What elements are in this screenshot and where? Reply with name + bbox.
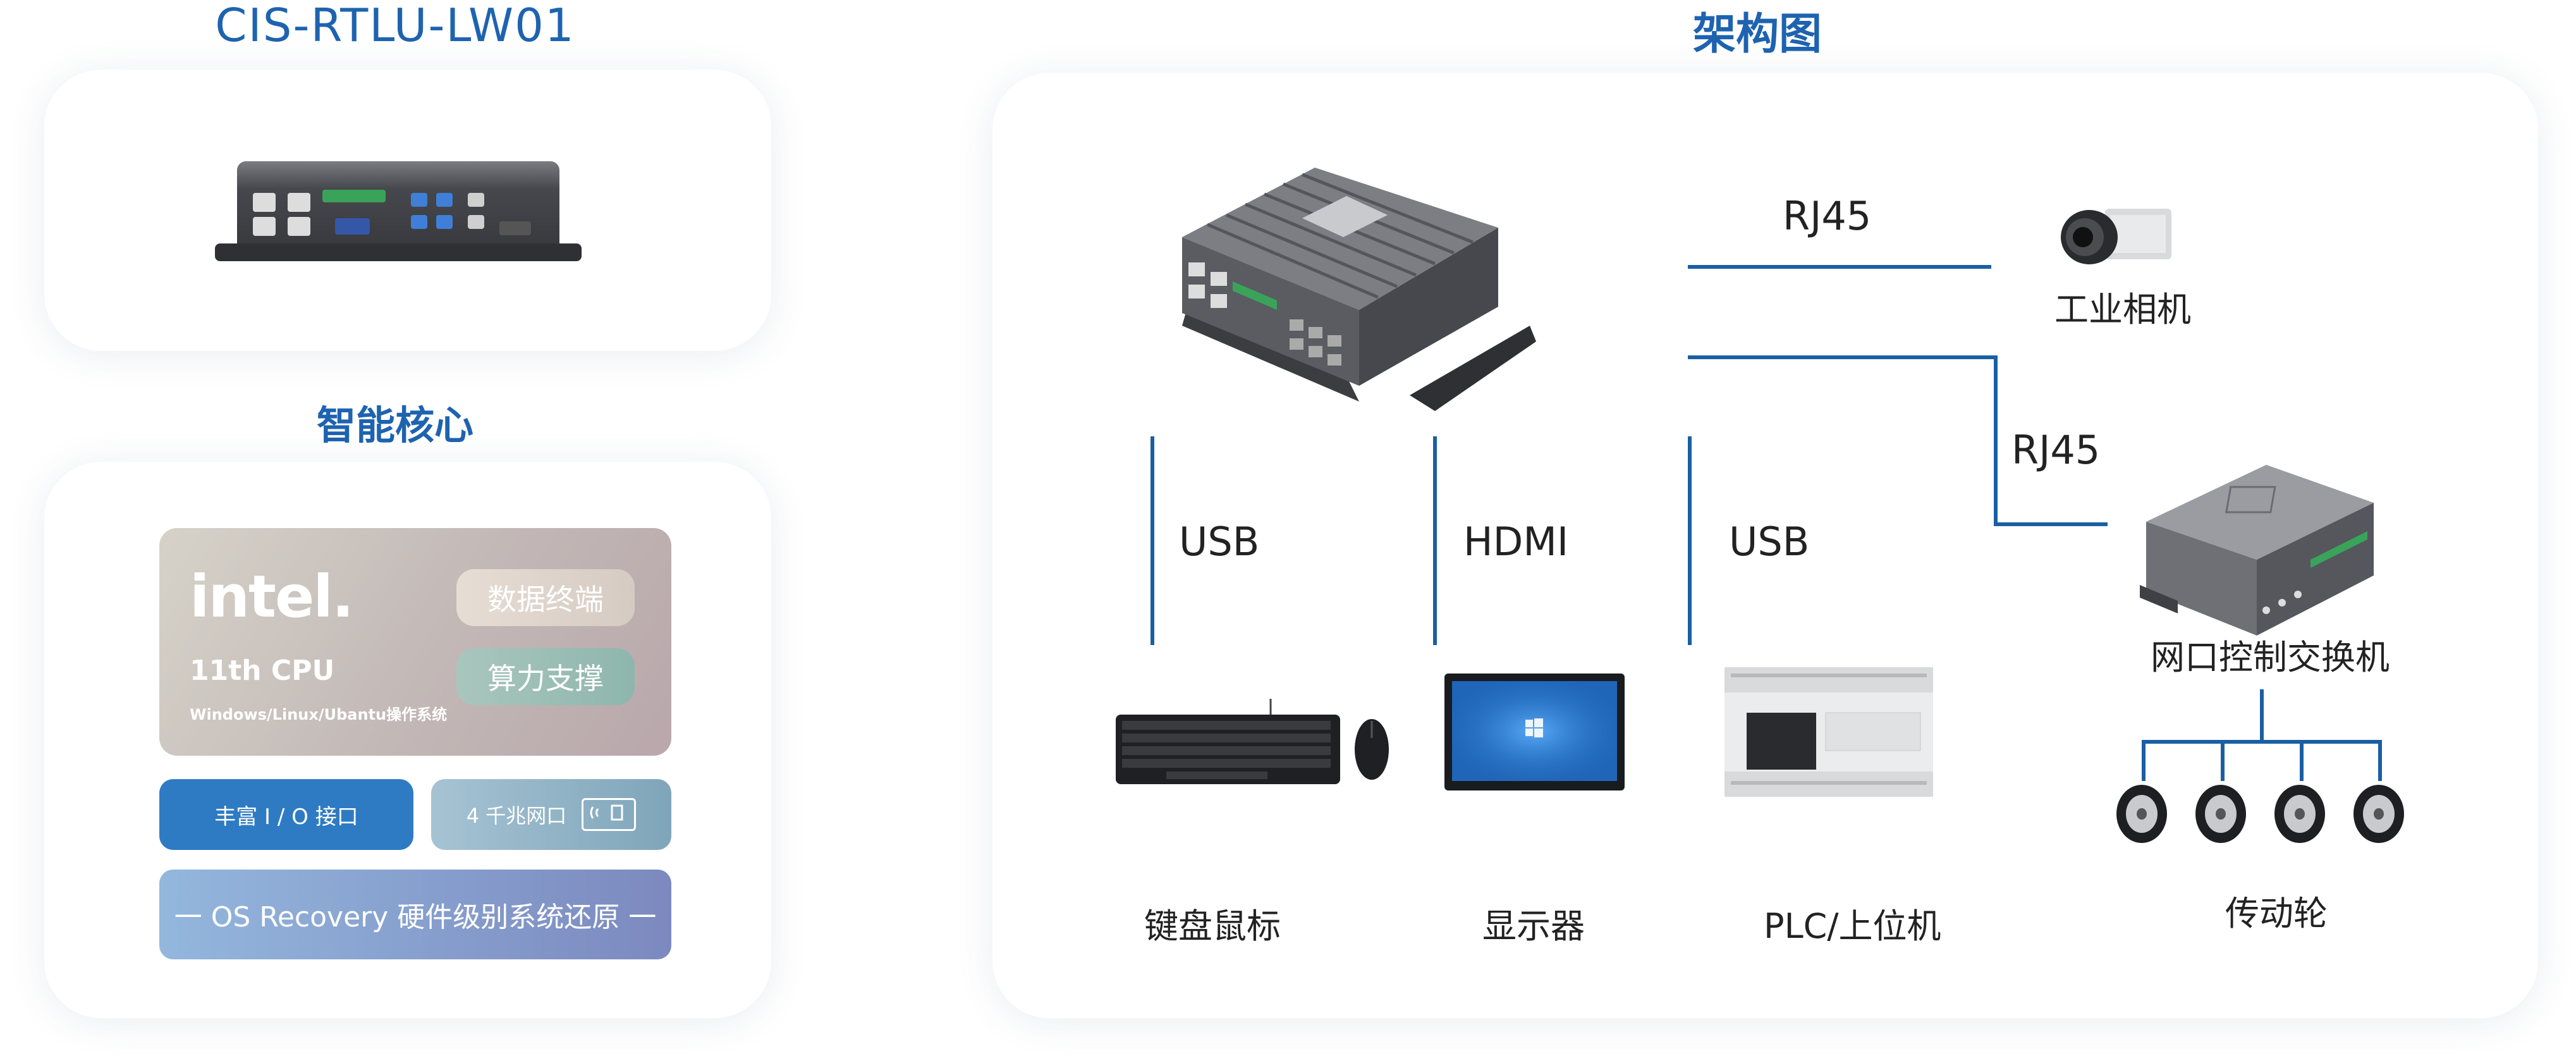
network-port-icon (582, 798, 637, 831)
os-recovery-label: 一 OS Recovery 硬件级别系统还原 一 (174, 901, 657, 933)
wheel-drop-1 (2142, 740, 2146, 781)
display-label: 显示器 (1482, 906, 1585, 946)
switch-label: 网口控制交换机 (2151, 637, 2390, 677)
lan-pill-label: 4 千兆网口 (466, 804, 567, 828)
rj45-top-label: RJ45 (1783, 193, 1872, 239)
wheel-drop-2 (2221, 740, 2225, 781)
keyboard-mouse-image (1116, 699, 1400, 794)
main-computer-image (1169, 168, 1536, 433)
io-pill-label: 丰富 I / O 接口 (214, 804, 358, 830)
wheels-trunk-line (2260, 689, 2264, 743)
camera-label: 工业相机 (2054, 290, 2191, 329)
core-card: intel. 11th CPU Windows/Linux/Ubantu操作系统… (44, 462, 771, 1018)
product-title: CIS-RTLU-LW01 (215, 0, 575, 52)
os-recovery-pill: 一 OS Recovery 硬件级别系统还原 一 (159, 870, 671, 959)
plc-image (1724, 667, 1933, 797)
wheels-bus-line (2142, 740, 2382, 744)
intel-panel: intel. 11th CPU Windows/Linux/Ubantu操作系统… (159, 528, 671, 756)
hdmi-label: HDMI (1463, 519, 1569, 565)
architecture-title: 架构图 (1692, 9, 1822, 59)
usb-right-label: USB (1729, 519, 1810, 565)
rj45-side-label: RJ45 (2011, 427, 2101, 473)
hdmi-line (1433, 436, 1437, 645)
wheel-drop-4 (2378, 740, 2382, 781)
plc-label: PLC/上位机 (1764, 906, 1941, 946)
cpu-label: 11th CPU (190, 655, 335, 687)
rj45-switch-line-h1 (1688, 355, 1998, 359)
display-image (1444, 674, 1625, 790)
product-front-image (215, 161, 582, 262)
usb-right-line (1688, 436, 1692, 645)
architecture-card: RJ45 RJ45 USB HDMI USB 工业相机 网口控制交换机 (992, 73, 2538, 1018)
tag-data-terminal: 数据终端 (456, 569, 635, 626)
usb-left-label: USB (1179, 519, 1260, 565)
lan-pill: 4 千兆网口 (431, 779, 671, 850)
wheels-image (2111, 781, 2408, 851)
rj45-camera-line (1688, 265, 1991, 269)
os-label: Windows/Linux/Ubantu操作系统 (190, 706, 448, 723)
product-image-card (44, 70, 771, 351)
keyboard-label: 键盘鼠标 (1144, 906, 1281, 946)
rj45-switch-line-h2 (1994, 522, 2108, 526)
rj45-switch-line-v (1994, 355, 1998, 526)
wheel-drop-3 (2300, 740, 2304, 781)
industrial-camera-image (2061, 202, 2178, 272)
section-title-core: 智能核心 (316, 402, 473, 448)
usb-left-line (1151, 436, 1154, 645)
wheels-label: 传动轮 (2225, 894, 2328, 933)
tag-compute-support: 算力支撑 (456, 648, 635, 705)
network-switch-image (2140, 465, 2380, 648)
io-pill: 丰富 I / O 接口 (159, 779, 413, 850)
intel-logo: intel. (190, 563, 354, 630)
